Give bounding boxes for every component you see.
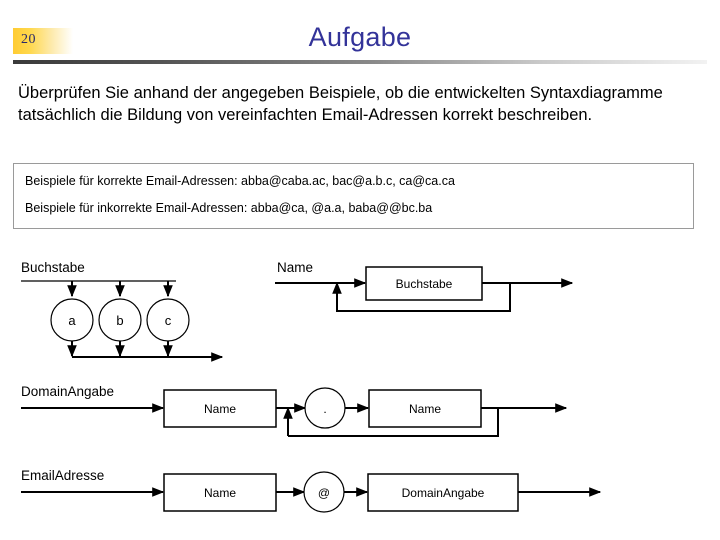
buchstabe-terminal-label-a: a <box>68 313 76 328</box>
emailadresse-node-second-box <box>367 473 519 512</box>
header-divider <box>13 60 707 64</box>
examples-incorrect-line: Beispiele für inkorrekte Email-Adressen:… <box>25 201 433 215</box>
name-feedback-loop <box>337 283 511 312</box>
emailadresse-separator-label: @ <box>318 486 330 500</box>
domainangabe-node-first-box <box>163 389 277 428</box>
diagram-emailadresse: EmailAdresse Name @ DomainAngabe <box>21 468 602 513</box>
emailadresse-node-first-label: Name <box>204 486 236 500</box>
domainangabe-node-first-label: Name <box>204 402 236 416</box>
domainangabe-feedback-loop <box>288 408 499 437</box>
diagram-name: Name Buchstabe <box>275 260 574 312</box>
diagram-domainangabe-label: DomainAngabe <box>21 384 114 399</box>
examples-box: Beispiele für korrekte Email-Adressen: a… <box>13 163 694 229</box>
intro-paragraph: Überprüfen Sie anhand der angegeben Beis… <box>18 84 663 124</box>
examples-correct-line: Beispiele für korrekte Email-Adressen: a… <box>25 174 455 188</box>
diagram-buchstabe-label: Buchstabe <box>21 260 85 275</box>
diagram-name-label: Name <box>277 260 313 275</box>
slide-number-text: 20 <box>21 32 36 47</box>
diagram-domainangabe: DomainAngabe Name . Name <box>21 384 568 437</box>
diagram-emailadresse-label: EmailAdresse <box>21 468 104 483</box>
name-node-box <box>365 266 483 301</box>
syntax-diagram-area: Buchstabe a b c Name Buchstabe <box>0 240 720 540</box>
domainangabe-node-second-label: Name <box>409 402 441 416</box>
buchstabe-terminal-label-b: b <box>116 313 123 328</box>
buchstabe-terminal-label-c: c <box>165 313 172 328</box>
diagram-buchstabe: Buchstabe a b c <box>21 260 224 362</box>
slide-header: 20 Aufgabe <box>0 0 720 70</box>
syntax-diagram-svg: Buchstabe a b c Name Buchstabe <box>21 260 602 513</box>
name-node-label: Buchstabe <box>396 277 453 291</box>
page-title: Aufgabe <box>308 22 412 52</box>
domainangabe-separator-label: . <box>323 402 326 416</box>
slide-number-badge: 20 <box>13 28 73 54</box>
emailadresse-node-second-label: DomainAngabe <box>402 486 485 500</box>
